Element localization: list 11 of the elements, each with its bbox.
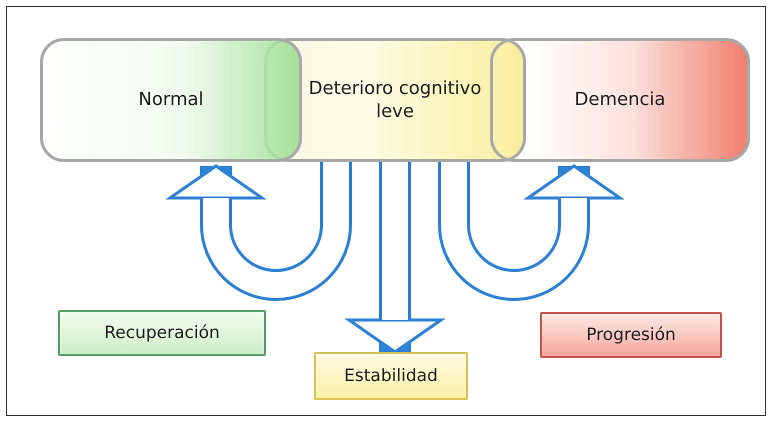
outcome-box [540,312,722,358]
node-label: Recuperación [104,322,220,344]
outcome-box [58,310,266,356]
node-label: Demencia [574,88,666,112]
stage-box [40,38,302,162]
node-label: Deterioro cognitivo leve [308,76,482,124]
node-label: Estabilidad [344,364,438,388]
outcome-box [314,352,468,400]
node-label: Normal [138,88,204,112]
stage-box [490,38,750,162]
node-label: Progresión [586,324,676,346]
